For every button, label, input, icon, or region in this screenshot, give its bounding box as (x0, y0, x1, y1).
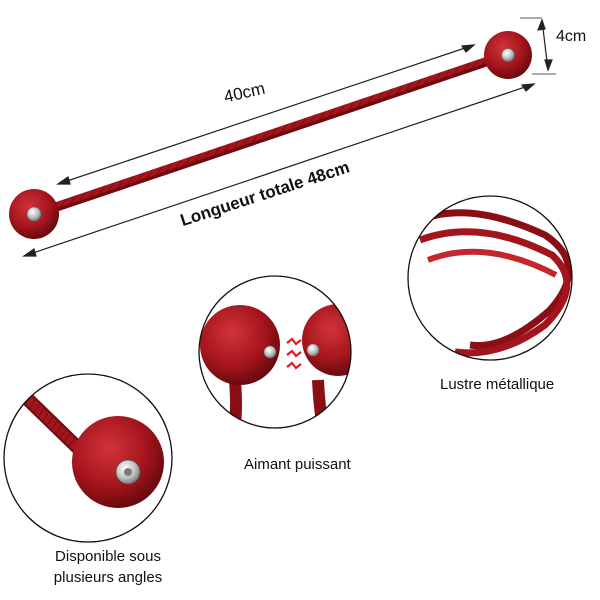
dimension-arrow-total (22, 83, 536, 257)
magnet-attraction-icon (286, 337, 302, 370)
detail-angles (3, 373, 173, 543)
detail-lustre (407, 195, 573, 361)
label-ball-diameter: 4cm (556, 28, 587, 45)
right-magnet-ball (484, 31, 532, 79)
detail-magnet (198, 275, 352, 429)
dimension-arrow-40cm (56, 44, 476, 185)
caption-lustre: Lustre métallique (440, 376, 555, 393)
left-magnet-ball (9, 189, 59, 239)
dimension-arrow-4cm (520, 17, 556, 75)
caption-magnet: Aimant puissant (244, 456, 351, 473)
caption-angles-line1: Disponible sous (55, 548, 161, 565)
caption-angles-line2: plusieurs angles (53, 569, 163, 586)
caption-angles: Disponible sous plusieurs angles (24, 546, 192, 588)
curtain-tieback (9, 31, 532, 239)
